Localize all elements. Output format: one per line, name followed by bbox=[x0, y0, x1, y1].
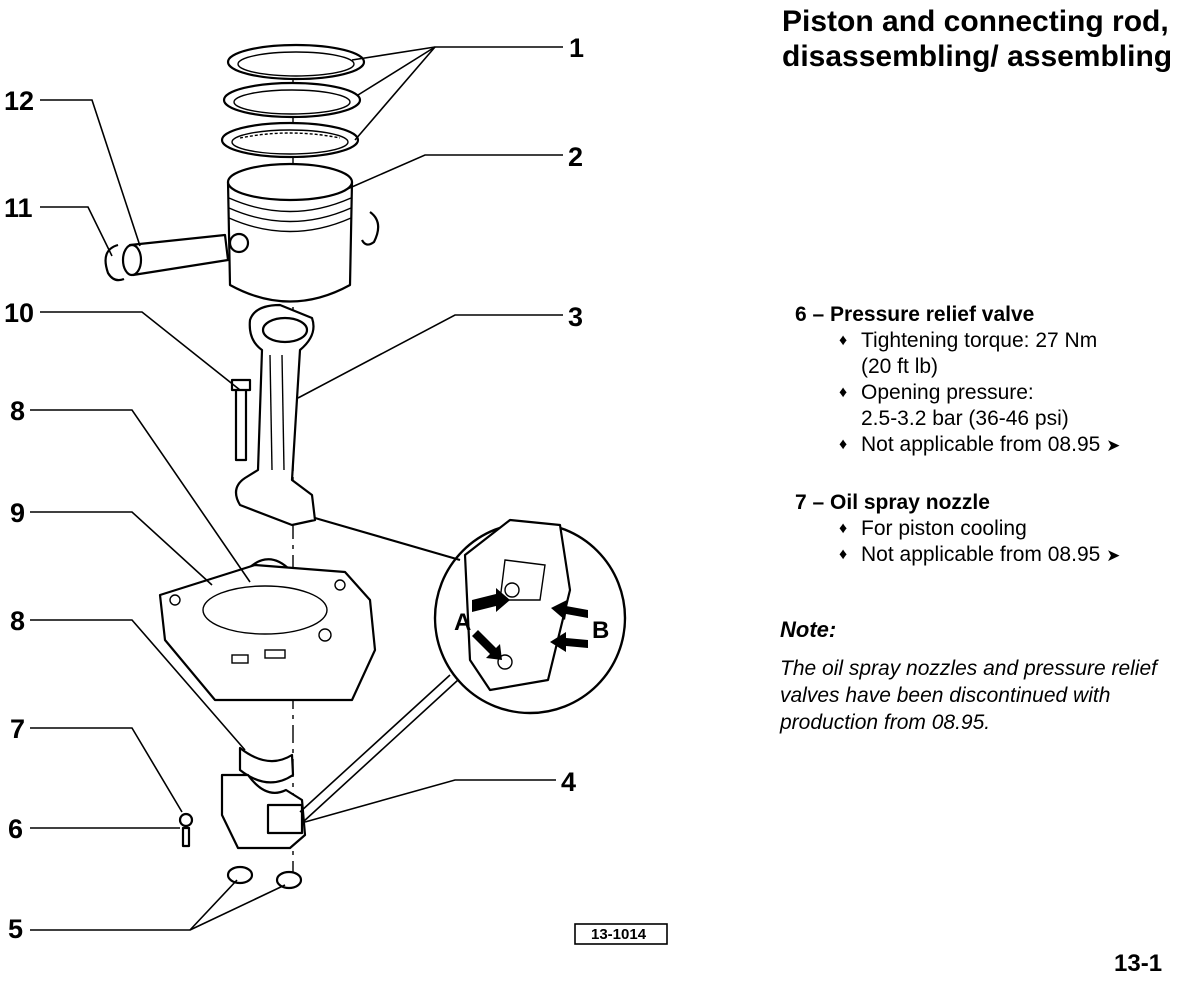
bullet-continuation: 2.5-3.2 bar (36-46 psi) bbox=[861, 407, 1069, 430]
cylinder-block-section bbox=[158, 563, 377, 702]
callout-6: 6 bbox=[8, 814, 23, 844]
legend-item-heading: 6 – Pressure relief valve bbox=[795, 303, 1035, 326]
piston-rings bbox=[220, 43, 366, 159]
connecting-rod-bolt bbox=[230, 378, 252, 462]
connecting-rod bbox=[234, 303, 317, 527]
bullet-text: Opening pressure: bbox=[861, 381, 1034, 404]
bullet-text: Not applicable from 08.95 bbox=[861, 433, 1101, 456]
note-text: The oil spray nozzles and pressure relie… bbox=[780, 657, 1158, 734]
detail-leader-lower-2 bbox=[299, 674, 451, 813]
callout-leaders bbox=[30, 46, 563, 931]
callout-2: 2 bbox=[568, 142, 583, 172]
diamond-bullet-icon: ♦ bbox=[839, 520, 848, 537]
arrow-right-icon: ➤ bbox=[1106, 546, 1121, 565]
bullet-continuation: (20 ft lb) bbox=[861, 355, 939, 378]
bearing-shell-lower bbox=[238, 746, 295, 784]
page-title: Piston and connecting rod, disassembling… bbox=[782, 5, 1173, 73]
legend-item-6: 6 – Pressure relief valve ♦ Tightening t… bbox=[795, 302, 1195, 459]
legend-item-7: 7 – Oil spray nozzle ♦ For piston coolin… bbox=[795, 490, 1195, 569]
arrow-right-icon: ➤ bbox=[1106, 436, 1121, 455]
detail-view-circle bbox=[433, 518, 627, 715]
legend-bullet: ♦ Tightening torque: 27 Nm (20 ft lb) bbox=[839, 328, 1195, 380]
exploded-view-diagram: A B 1 2 3 4 5 6 7 8 8 9 10 11 12 13-1014 bbox=[4, 33, 668, 945]
legend-bullet: ♦ Not applicable from 08.95 ➤ bbox=[839, 432, 1195, 459]
legend-bullet: ♦ For piston cooling bbox=[839, 516, 1195, 542]
detail-leader-upper bbox=[314, 516, 461, 562]
callout-9: 9 bbox=[10, 498, 25, 528]
diamond-bullet-icon: ♦ bbox=[839, 384, 848, 401]
piston-pin bbox=[121, 233, 230, 277]
bullet-text: Not applicable from 08.95 bbox=[861, 543, 1101, 566]
diamond-bullet-icon: ♦ bbox=[839, 436, 848, 453]
figure-number-box bbox=[574, 923, 668, 945]
bullet-text: For piston cooling bbox=[861, 517, 1027, 540]
figure-number: 13-1014 bbox=[591, 926, 647, 943]
legend-bullet-list: ♦ Tightening torque: 27 Nm (20 ft lb) ♦ … bbox=[795, 328, 1195, 459]
oil-spray-nozzle-and-valve bbox=[178, 812, 194, 848]
connecting-rod-cap bbox=[220, 773, 307, 850]
legend-bullet: ♦ Opening pressure: 2.5-3.2 bar (36-46 p… bbox=[839, 380, 1195, 432]
callout-8-lower: 8 bbox=[10, 606, 25, 636]
note-label: Note: bbox=[780, 617, 837, 642]
callout-1: 1 bbox=[569, 33, 584, 63]
bullet-text: Tightening torque: 27 Nm bbox=[861, 329, 1098, 352]
callout-11: 11 bbox=[4, 193, 33, 223]
callout-5: 5 bbox=[8, 914, 23, 944]
page-number: 13-1 bbox=[1114, 950, 1163, 977]
piston bbox=[226, 162, 354, 303]
callout-3: 3 bbox=[568, 302, 583, 332]
callout-4: 4 bbox=[561, 767, 576, 797]
callout-7: 7 bbox=[10, 714, 25, 744]
callout-10: 10 bbox=[4, 298, 34, 328]
legend-bullet: ♦ Not applicable from 08.95 ➤ bbox=[839, 542, 1195, 569]
legend-bullet-list: ♦ For piston cooling ♦ Not applicable fr… bbox=[795, 516, 1195, 569]
diamond-bullet-icon: ♦ bbox=[839, 546, 848, 563]
detail-label-a: A bbox=[454, 609, 471, 636]
callout-12: 12 bbox=[4, 86, 34, 116]
legend-item-heading: 7 – Oil spray nozzle bbox=[795, 491, 990, 514]
detail-label-b: B bbox=[592, 617, 609, 644]
diamond-bullet-icon: ♦ bbox=[839, 332, 848, 349]
callout-8-upper: 8 bbox=[10, 396, 25, 426]
circlip-right bbox=[361, 211, 380, 246]
detail-leader-lower bbox=[302, 679, 459, 823]
connecting-rod-nuts bbox=[226, 865, 303, 890]
